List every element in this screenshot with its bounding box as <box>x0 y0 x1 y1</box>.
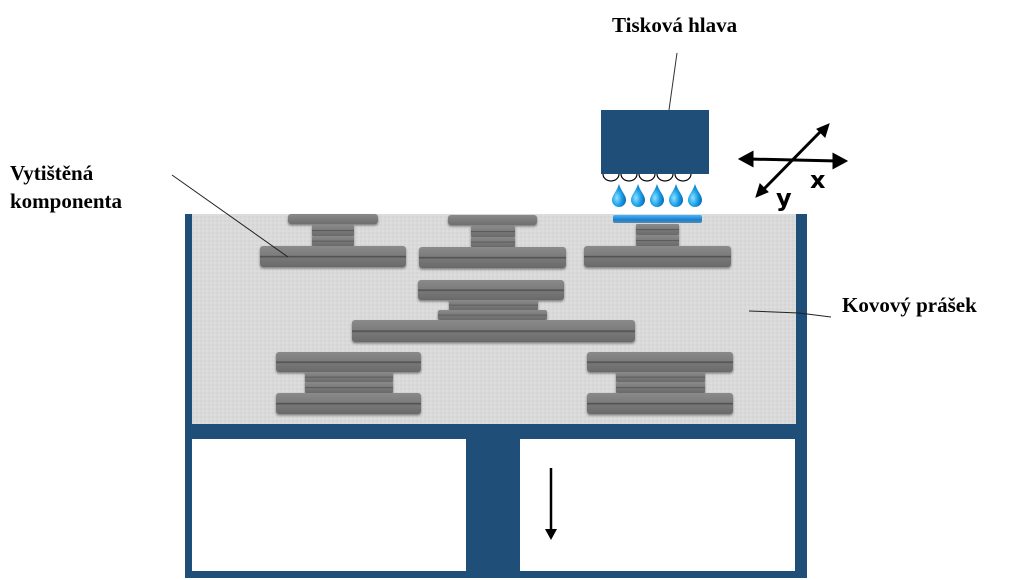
part-layer <box>312 236 354 246</box>
printed-part-1 <box>260 214 406 267</box>
part-layer <box>448 215 537 225</box>
print-head-body <box>601 110 709 174</box>
part-layer <box>305 372 393 382</box>
part-layer <box>636 224 679 235</box>
part-layer <box>276 393 421 414</box>
droplet-icon <box>631 184 645 207</box>
part-layer <box>438 310 547 320</box>
printed-part-3 <box>584 224 731 267</box>
droplet-icon <box>650 184 664 207</box>
z-axis-arrow-icon <box>545 468 557 540</box>
metal-powder-label: Kovový prášek <box>842 293 977 317</box>
nozzle-icon <box>620 173 638 182</box>
print-head-label: Tisková hlava <box>612 13 738 37</box>
print-head <box>601 110 709 207</box>
part-layer <box>419 247 566 268</box>
part-layer <box>636 235 679 246</box>
part-layer <box>352 320 635 342</box>
axis-x-label: x <box>810 166 826 194</box>
part-layer <box>587 352 733 372</box>
part-layer <box>587 393 733 414</box>
leader-line-print-head <box>668 52 678 111</box>
printed-part-6 <box>587 352 733 414</box>
part-layer <box>471 226 515 237</box>
printed-part-5 <box>276 352 421 414</box>
lower-right-cavity <box>520 439 795 571</box>
part-layer <box>584 246 731 267</box>
part-layer <box>260 246 406 267</box>
leader-line-metal-powder <box>748 310 832 318</box>
part-layer <box>312 225 354 236</box>
printed-component-label-line1: Vytištěná <box>10 161 94 185</box>
printed-components <box>260 214 733 414</box>
part-layer <box>418 280 564 300</box>
axis-y-label: y <box>776 184 792 212</box>
nozzles <box>602 173 692 182</box>
xy-axes-icon <box>737 123 849 198</box>
part-layer <box>471 237 515 247</box>
nozzle-icon <box>638 173 656 182</box>
droplet-icon <box>669 184 683 207</box>
printed-component-label-line2: komponenta <box>10 189 123 213</box>
nozzle-icon <box>602 173 620 182</box>
binder-layer <box>613 215 702 223</box>
binder-droplets <box>612 184 702 207</box>
printed-part-2 <box>419 215 566 268</box>
part-layer <box>305 382 393 393</box>
lower-left-cavity <box>192 439 466 571</box>
part-layer <box>616 372 705 382</box>
part-layer <box>288 214 378 224</box>
part-layer <box>276 352 421 372</box>
droplet-icon <box>688 184 702 207</box>
part-layer <box>449 300 538 310</box>
leader-line-printed-component <box>171 174 289 258</box>
nozzle-icon <box>674 173 692 182</box>
nozzle-icon <box>656 173 674 182</box>
droplet-icon <box>612 184 626 207</box>
printed-part-4 <box>352 280 635 342</box>
part-layer <box>616 382 705 393</box>
